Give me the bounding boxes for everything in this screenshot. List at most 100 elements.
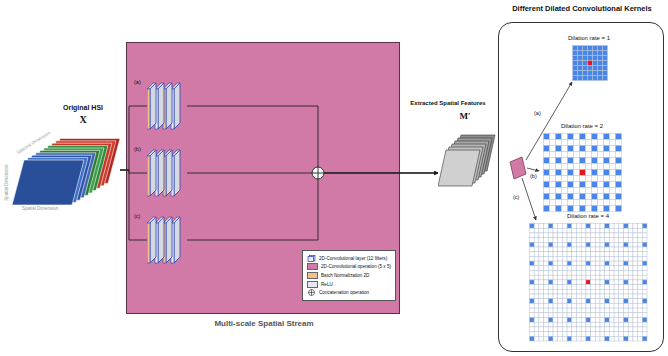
kernel-cell [604, 200, 610, 206]
kernel-cell [591, 261, 596, 266]
kernel-cell [534, 299, 539, 304]
kernel-cell [563, 280, 568, 285]
kernel-cell [568, 170, 574, 176]
conv-slab [150, 150, 156, 196]
kernel-cell [628, 289, 633, 294]
kernel-cell [600, 313, 605, 318]
kernel-cell [539, 289, 544, 294]
kernel-cell [610, 247, 615, 252]
kernel-cell [619, 242, 624, 247]
kernel-cell [586, 285, 591, 290]
kernel-cell [614, 322, 619, 327]
kernel-cell [586, 322, 591, 327]
kernel-cell [591, 336, 596, 341]
kernel-cell [596, 256, 601, 261]
kernel-cell [605, 327, 610, 332]
kernel-cell [619, 313, 624, 318]
kernel-cell [530, 228, 535, 233]
kernel-cell [580, 140, 586, 146]
kernel-cell [544, 164, 550, 170]
kernel-cell [592, 146, 598, 152]
kernel-cell [624, 256, 629, 261]
kernel-cell [619, 318, 624, 323]
kernel-cell [558, 318, 563, 323]
kernel-cell [614, 313, 619, 318]
kernel-cell [600, 289, 605, 294]
kernel-cell [556, 200, 562, 206]
kernel-cell [558, 327, 563, 332]
kernel-cell [605, 271, 610, 276]
illustration [543, 133, 622, 212]
kernel-cell [619, 233, 624, 238]
kernel-cell [624, 318, 629, 323]
kernel-cell [544, 206, 550, 212]
kernel-cell [596, 228, 601, 233]
kernel-cell [628, 313, 633, 318]
kernel-grid: Dilation rate = 4 [523, 213, 653, 343]
kernel-cell [628, 336, 633, 341]
kernel-cell [563, 285, 568, 290]
kernel-cell [600, 294, 605, 299]
kernel-cell [586, 332, 591, 337]
kernel-cell [624, 238, 629, 243]
legend-text: ReLU [321, 282, 333, 287]
kernel-cell [586, 271, 591, 276]
kernel-grid: Dilation rate = 2 [541, 123, 623, 213]
kernel-cell [549, 266, 554, 271]
kernel-cell [549, 289, 554, 294]
illustration [147, 81, 187, 131]
kernel-cell [577, 327, 582, 332]
kernel-cell [596, 275, 601, 280]
kernel-cell [534, 308, 539, 313]
kernel-arrow [527, 168, 539, 171]
kernel-cell [553, 266, 558, 271]
kernel-cell [624, 266, 629, 271]
kernel-cell [549, 313, 554, 318]
kernel-cell [550, 194, 556, 200]
kernel-cell [530, 271, 535, 276]
kernel-cell [597, 51, 602, 56]
kernel-cell [530, 294, 535, 299]
kernel-cell [539, 299, 544, 304]
kernel-cell [605, 275, 610, 280]
kernel-cell [580, 146, 586, 152]
kernel-cell [539, 308, 544, 313]
kernel-cell [580, 164, 586, 170]
kernel-cell [624, 299, 629, 304]
node-text: X [79, 114, 86, 125]
kernel-cell [563, 256, 568, 261]
kernel-cell [549, 327, 554, 332]
kernel-cell [539, 285, 544, 290]
kernel-cell [549, 318, 554, 323]
kernel-cell [610, 228, 615, 233]
kernel-cell [628, 318, 633, 323]
kernel-cell [574, 152, 580, 158]
conv-slab [158, 217, 164, 263]
kernel-cell [577, 61, 582, 66]
kernel-cell [591, 294, 596, 299]
kernel-cell [643, 289, 648, 294]
kernel-cell [633, 266, 638, 271]
kernel-cell [614, 336, 619, 341]
kernel-cell [567, 271, 572, 276]
kernel-cell [643, 271, 648, 276]
kernel-cell [567, 308, 572, 313]
kernel-cell [597, 76, 602, 81]
kernel-cell [619, 271, 624, 276]
kernel-cell [562, 176, 568, 182]
kernel-cell [572, 56, 577, 61]
kernel-cell [534, 266, 539, 271]
kernel-cell [619, 247, 624, 252]
kernel-cell [572, 318, 577, 323]
kernel-cell [574, 176, 580, 182]
kernel-cell [591, 332, 596, 337]
kernel-cell [572, 313, 577, 318]
kernel-cell [567, 275, 572, 280]
node-text: (c) [134, 213, 140, 219]
conv-slab [174, 150, 180, 196]
legend-swatch [307, 263, 318, 270]
kernel-cell [643, 233, 648, 238]
kernel-cell [596, 308, 601, 313]
kernel-cell [577, 318, 582, 323]
kernel-cell [577, 252, 582, 257]
